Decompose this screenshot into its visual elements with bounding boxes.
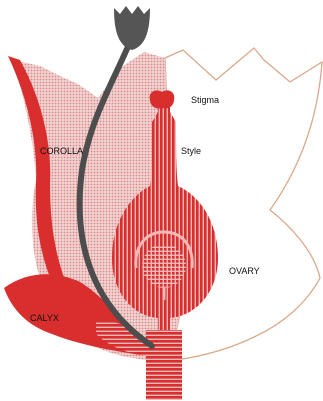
label-style: Style (181, 146, 201, 156)
label-ovary: OVARY (229, 266, 260, 276)
receptacle (146, 330, 182, 400)
label-stigma: Stigma (191, 95, 219, 105)
stigma (150, 90, 175, 108)
label-calyx: CALYX (30, 313, 59, 323)
label-corolla: COROLLA (40, 146, 83, 156)
pollen-grain (114, 6, 150, 50)
ovule (142, 244, 186, 288)
